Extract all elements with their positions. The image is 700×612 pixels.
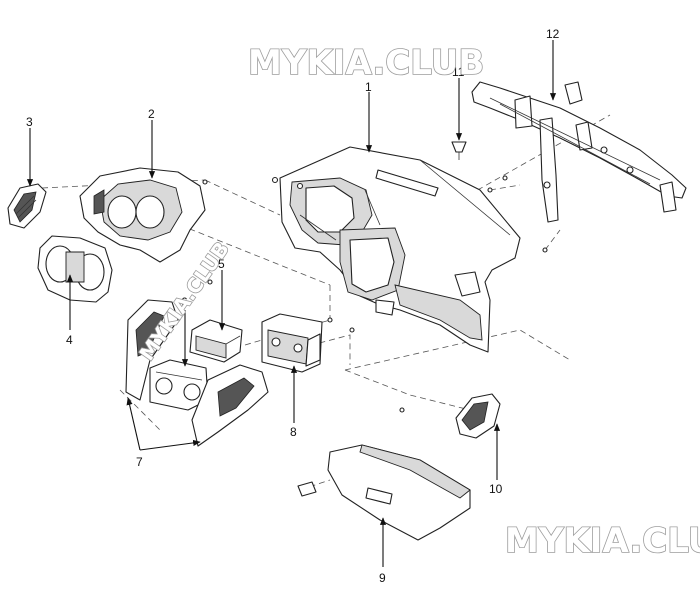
audio-unit bbox=[189, 319, 243, 363]
cowl-cross-bar bbox=[471, 81, 687, 223]
screws bbox=[202, 175, 548, 413]
callout-10: 10 bbox=[489, 482, 503, 496]
side-air-vent-right bbox=[455, 393, 501, 439]
callout-11: 11 bbox=[452, 65, 465, 79]
callout-3: 3 bbox=[26, 115, 33, 129]
climate-control-panel bbox=[149, 359, 209, 411]
center-fascia-panel bbox=[125, 299, 269, 447]
callout-8: 8 bbox=[290, 425, 297, 439]
callout-5: 5 bbox=[218, 257, 225, 271]
watermark-top: MYKIA.CLUB bbox=[248, 43, 484, 83]
clip bbox=[451, 141, 467, 160]
watermark-bottom: MYKIA.CLUB bbox=[505, 521, 700, 561]
leader-lines bbox=[26, 40, 557, 567]
callout-12: 12 bbox=[546, 27, 560, 41]
callout-4: 4 bbox=[66, 333, 73, 347]
side-air-vent-left bbox=[7, 183, 47, 229]
callout-7: 7 bbox=[136, 455, 143, 469]
crash-pad-main-panel bbox=[271, 146, 521, 353]
callout-9: 9 bbox=[379, 571, 386, 585]
callout-2: 2 bbox=[148, 107, 155, 121]
callout-labels: 1 2 3 4 5 6 7 8 9 10 11 12 bbox=[26, 27, 560, 585]
callout-6: 6 bbox=[181, 295, 188, 309]
callout-1: 1 bbox=[365, 80, 372, 94]
glove-box bbox=[297, 444, 471, 541]
instrument-cluster bbox=[37, 235, 113, 303]
head-unit bbox=[261, 313, 323, 373]
cluster-fascia-panel bbox=[79, 167, 206, 263]
